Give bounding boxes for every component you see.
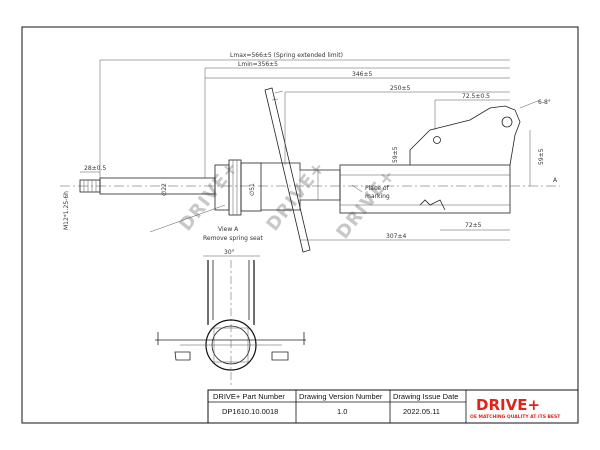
tb-value-part: DP1610.10.0018 <box>222 407 278 416</box>
tb-value-version: 1.0 <box>337 407 347 416</box>
dim-72: 72±5 <box>465 222 482 229</box>
tb-value-date: 2022.05.11 <box>403 407 440 416</box>
dim-59: 59±5 <box>538 148 545 165</box>
brand-logo: DRIVE+ <box>476 396 540 414</box>
tb-header-part: DRIVE+ Part Number <box>213 392 285 401</box>
dim-307: 307±4 <box>386 233 406 240</box>
dim-250: 250±5 <box>390 85 410 92</box>
dim-lmin: Lmin=356±5 <box>238 61 278 68</box>
dim-72-5: 72.5±0.5 <box>462 93 490 100</box>
tb-header-date: Drawing Issue Date <box>393 392 458 401</box>
dim-346: 346±5 <box>352 71 372 78</box>
dim-30: 30° <box>224 249 235 256</box>
dim-d51: ∅51 <box>249 183 256 196</box>
axis-label: A <box>553 177 558 184</box>
strut-drawing: Lmax=566±5 (Spring extended limit) Lmin=… <box>60 52 560 253</box>
dim-28: 28±0.5 <box>84 165 106 172</box>
watermark: DRIVE+ <box>332 165 400 243</box>
lower-bracket <box>419 199 446 211</box>
strut-body <box>339 164 511 214</box>
knuckle-bracket <box>409 105 521 166</box>
marking-label-2: marking <box>365 193 390 200</box>
brand-tagline: OE MATCHING QUALITY AT ITS BEST <box>470 414 561 420</box>
dim-lmax: Lmax=566±5 (Spring extended limit) <box>230 52 343 59</box>
bolt-hole <box>501 116 513 128</box>
view-a-note: Remove spring seat <box>203 235 263 242</box>
title-block: DRIVE+ Part Number Drawing Version Numbe… <box>207 389 579 424</box>
dim-thread: M12*1.25-6h <box>63 191 70 230</box>
bolt-hole <box>433 136 441 144</box>
view-a-arms <box>207 260 255 325</box>
dim-59b: 59±5 <box>392 146 399 163</box>
sheet-border <box>21 26 579 424</box>
dim-d22: ∅22 <box>161 183 168 196</box>
marking-label-1: Place of <box>365 185 390 192</box>
spring-seat <box>264 87 311 253</box>
view-a-drawing: 30° <box>155 249 306 388</box>
view-a-label: View A <box>218 226 239 233</box>
tb-header-version: Drawing Version Number <box>299 392 383 401</box>
dim-angle: 6-8° <box>538 99 551 106</box>
